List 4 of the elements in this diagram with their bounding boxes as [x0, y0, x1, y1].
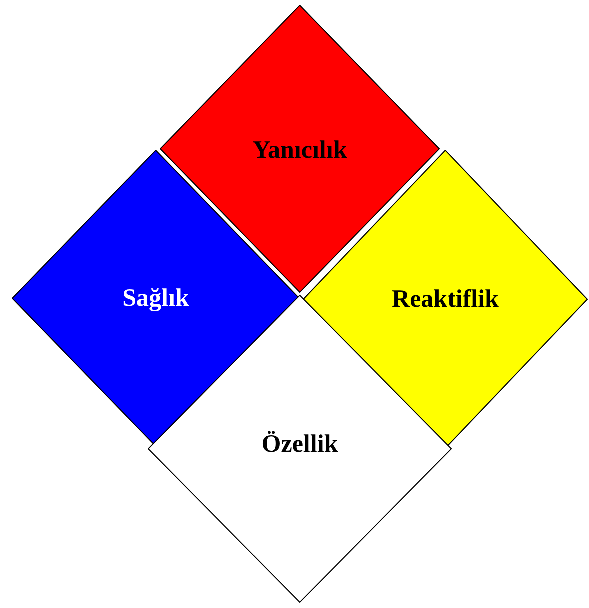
- diamond-label: Reaktiflik: [392, 284, 499, 315]
- diamond-label: Yanıcılık: [252, 136, 348, 166]
- diamond-label: Özellik: [262, 430, 338, 460]
- diamond-label: Sağlık: [122, 284, 190, 314]
